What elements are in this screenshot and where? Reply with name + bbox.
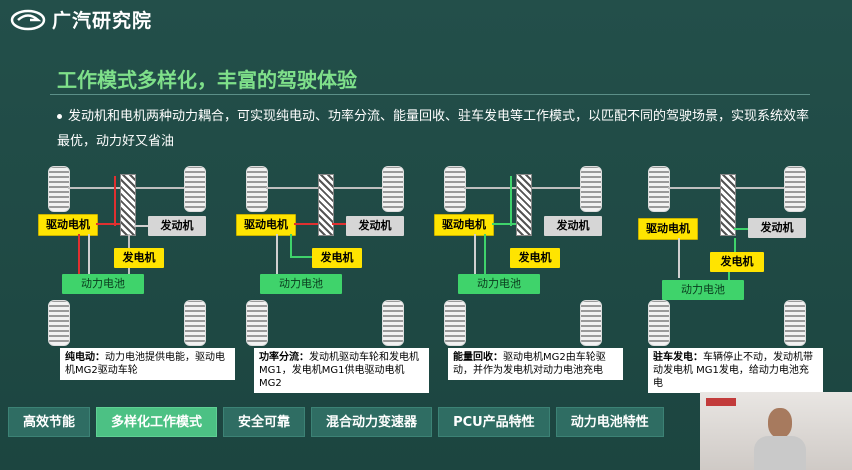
mode-diagram-power-split: 驱动电机 发动机 发电机 动力电池 [236,162,416,392]
drive-motor-box: 驱动电机 [434,214,494,236]
wheel [184,300,206,346]
connector-line [474,234,476,274]
engine-box: 发动机 [148,216,206,236]
wheel [580,166,602,212]
power-flow-line [492,223,516,225]
caption-text: 车辆停止不动，发动机带动发电机 MG1发电，给动力电池充电 [653,352,813,389]
bullet-text: 发动机和电机两种动力耦合，可实现纯电动、功率分流、能量回收、驻车发电等工作模式，… [57,109,810,149]
tab-efficiency[interactable]: 高效节能 [8,407,91,437]
generator-box: 发电机 [312,248,362,268]
battery-box: 动力电池 [458,274,540,294]
gear [720,174,736,236]
wheel [444,166,466,212]
tab-hybrid-transmission[interactable]: 混合动力变速器 [311,407,433,437]
tab-safety[interactable]: 安全可靠 [223,407,306,437]
mode-caption-regen: 能量回收：驱动电机MG2由车轮驱动，并作为发电机对动力电池充电 [448,348,623,380]
connector-line [276,234,278,274]
battery-box: 动力电池 [62,274,144,294]
generator-box: 发电机 [710,252,764,272]
power-flow-line [510,176,512,226]
bullet-dot [57,114,62,119]
presenter-head [768,408,792,438]
wheel [246,300,268,346]
tab-battery[interactable]: 动力电池特性 [555,407,664,437]
drive-motor-box: 驱动电机 [38,214,98,236]
brand-name: 广汽研究院 [52,10,153,32]
drive-motor-box: 驱动电机 [236,214,296,236]
wheel [784,300,806,346]
engine-box: 发动机 [544,216,602,236]
video-logo [706,398,736,406]
section-tabs: 高效节能 多样化工作模式 安全可靠 混合动力变速器 PCU产品特性 动力电池特性 [8,407,664,437]
power-flow-line [332,223,348,225]
caption-text: 动力电池提供电能，驱动电机MG2驱动车轮 [65,352,225,376]
wheel [784,166,806,212]
mode-caption-ev: 纯电动：动力电池提供电能，驱动电机MG2驱动车轮 [60,348,235,380]
slide-title: 工作模式多样化，丰富的驾驶体验 [57,68,357,92]
caption-title: 纯电动： [65,352,105,363]
power-flow-line [294,223,318,225]
presenter-body [754,436,806,470]
caption-title: 能量回收： [453,352,503,363]
wheel [580,300,602,346]
gear [516,174,532,236]
gac-logo-icon [10,9,46,30]
caption-text: 驱动电机MG2由车轮驱动，并作为发电机对动力电池充电 [453,352,606,376]
power-flow-line [290,256,312,258]
tab-work-modes[interactable]: 多样化工作模式 [96,407,218,437]
connector-line [88,234,90,274]
wheel [246,166,268,212]
wheel [48,300,70,346]
title-divider [50,94,810,95]
connector-line [134,225,148,227]
mode-caption-power-split: 功率分流：发动机驱动车轮和发电机MG1，发电机MG1供电驱动电机MG2 [254,348,429,393]
power-flow-line [96,223,120,225]
wheel [382,166,404,212]
power-flow-line [290,234,292,256]
mode-diagram-parking-charge: 驱动电机 发动机 发电机 动力电池 [638,162,818,392]
battery-box: 动力电池 [662,280,744,300]
engine-box: 发动机 [748,218,806,238]
wheel [382,300,404,346]
caption-title: 功率分流： [259,352,309,363]
wheel [648,166,670,212]
mode-diagram-regen: 驱动电机 发动机 发电机 动力电池 [434,162,614,392]
caption-text: 发动机驱动车轮和发电机MG1，发电机MG1供电驱动电机MG2 [259,352,419,389]
mode-caption-parking-charge: 驻车发电：车辆停止不动，发动机带动发电机 MG1发电，给动力电池充电 [648,348,823,393]
power-flow-line [728,272,730,280]
brand-logo: 广汽研究院 [10,6,152,33]
power-flow-line [734,228,748,230]
wheel [648,300,670,346]
connector-line [678,238,680,278]
slide-bullet: 发动机和电机两种动力耦合，可实现纯电动、功率分流、能量回收、驻车发电等工作模式，… [57,104,817,154]
gear [318,174,334,236]
battery-box: 动力电池 [260,274,342,294]
engine-box: 发动机 [346,216,404,236]
drive-motor-box: 驱动电机 [638,218,698,240]
wheel [184,166,206,212]
connector-line [128,234,130,248]
wheel [444,300,466,346]
tab-pcu[interactable]: PCU产品特性 [438,407,550,437]
power-flow-line [114,176,116,226]
caption-title: 驻车发电： [653,352,703,363]
power-flow-line [484,234,486,274]
wheel [48,166,70,212]
generator-box: 发电机 [510,248,560,268]
power-flow-line [734,238,736,252]
rear-shaft [128,268,130,274]
generator-box: 发电机 [114,248,164,268]
mode-diagram-ev: 驱动电机 发动机 发电机 动力电池 [38,162,218,392]
power-flow-line [78,234,80,274]
